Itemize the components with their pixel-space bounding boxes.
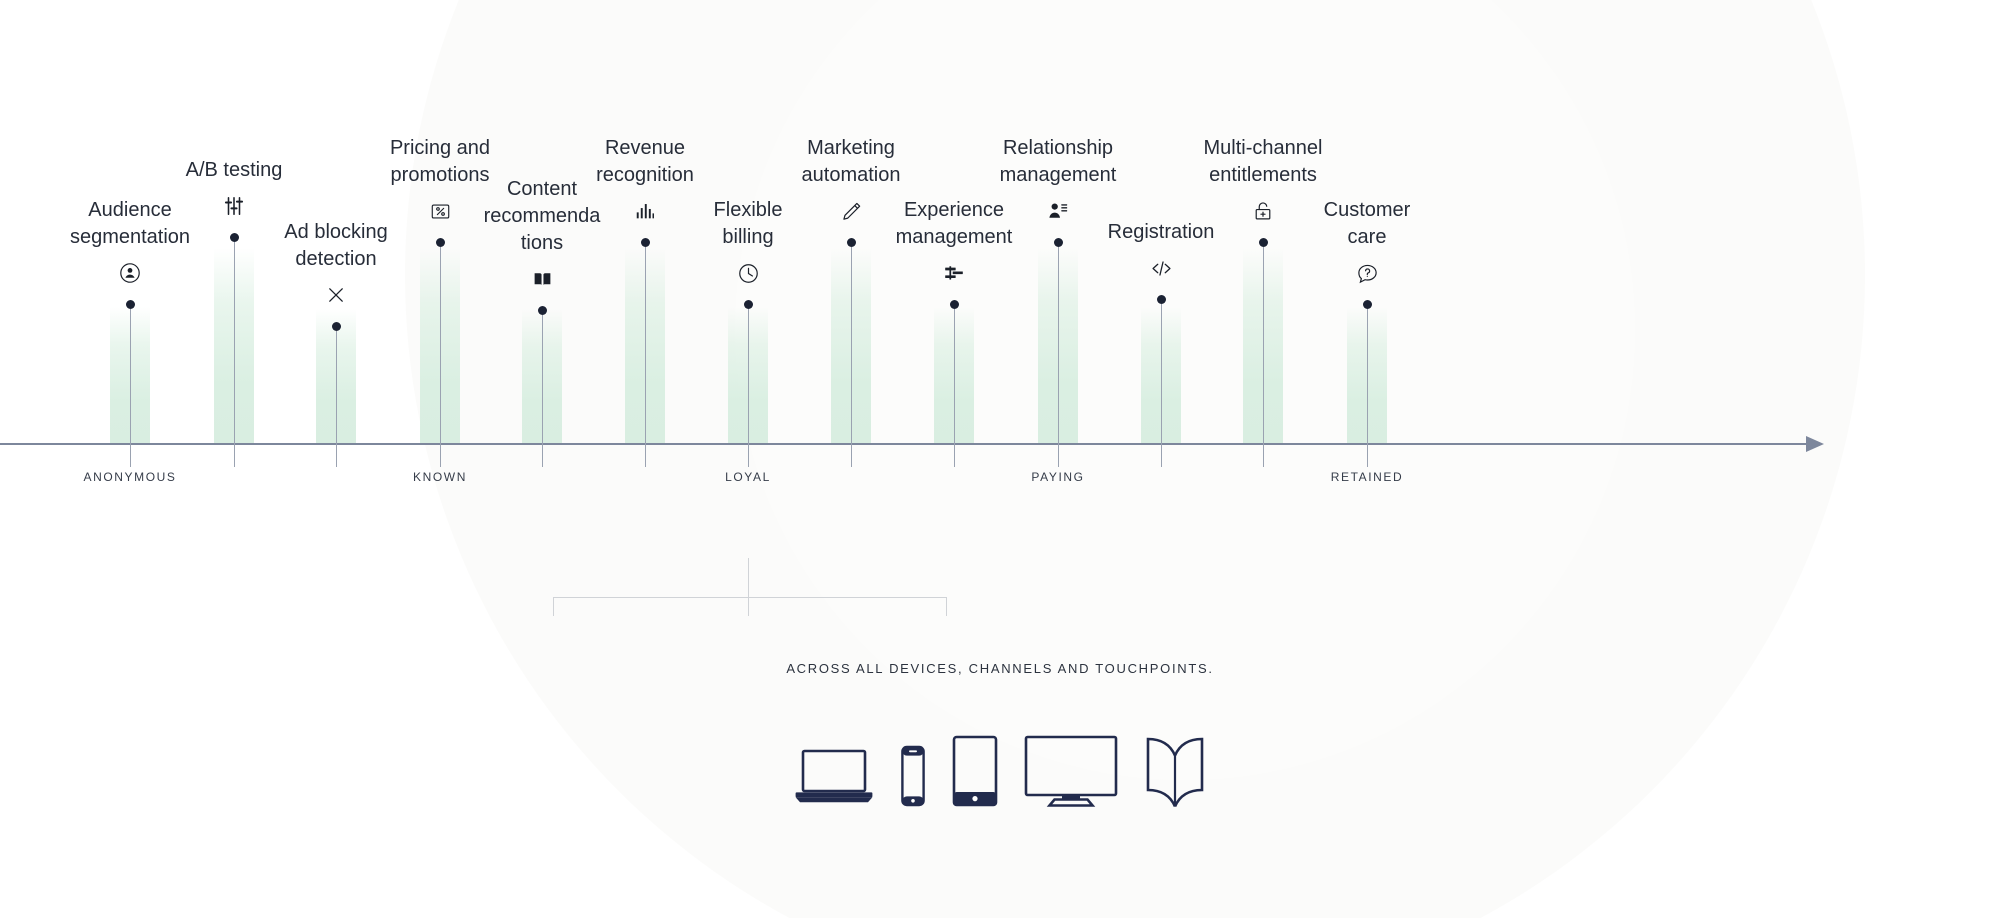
- close-x-icon: [251, 282, 421, 308]
- feature-stem: [129, 309, 131, 467]
- tablet-icon: [952, 735, 998, 807]
- feature-dot: [846, 238, 856, 247]
- bracket-right: [748, 597, 947, 616]
- feature-stem: [850, 247, 852, 467]
- feature-stem: [541, 315, 543, 467]
- bracket-stem: [748, 558, 749, 598]
- feature-title: Customer care: [1323, 199, 1411, 248]
- feature-title: Marketing automation: [801, 137, 901, 186]
- laptop-icon: [794, 745, 874, 807]
- stage-label-loyal: LOYAL: [725, 470, 771, 484]
- stage-tick: [130, 444, 131, 466]
- feature-dot: [949, 300, 959, 309]
- feature-dot: [640, 238, 650, 247]
- device-icon-row: [0, 735, 2000, 807]
- feature-dot: [331, 322, 341, 331]
- feature-dot: [125, 300, 135, 309]
- feature-dot: [229, 233, 239, 242]
- stage-label-anonymous: ANONYMOUS: [83, 470, 177, 484]
- stage-label-retained: RETAINED: [1330, 470, 1404, 484]
- book-open-icon: [1144, 735, 1206, 807]
- clock-icon: [663, 260, 833, 286]
- feature-stem: [1057, 247, 1059, 467]
- stage-tick: [1058, 444, 1059, 466]
- code-icon: [1076, 255, 1246, 281]
- feature-title: Registration: [1107, 221, 1215, 243]
- feature-stem: [644, 247, 646, 467]
- stage-label-known: KNOWN: [413, 470, 467, 484]
- feature-stem: [1160, 304, 1162, 467]
- form-fields-icon: [869, 260, 1039, 286]
- book-icon: [457, 266, 627, 292]
- feature-stem: [1366, 309, 1368, 467]
- feature-percent-box[interactable]: Pricing and promotions: [355, 135, 525, 467]
- phone-icon: [900, 745, 926, 807]
- feature-dot: [1156, 295, 1166, 304]
- lock-plus-icon: [1178, 198, 1348, 224]
- timeline-axis: [0, 443, 1812, 445]
- feature-dot: [1258, 238, 1268, 247]
- stage-tick: [748, 444, 749, 466]
- feature-title: Pricing and promotions: [389, 137, 491, 186]
- feature-dot: [743, 300, 753, 309]
- devices-caption: ACROSS ALL DEVICES, CHANNELS AND TOUCHPO…: [786, 661, 1214, 676]
- stage-tick: [1367, 444, 1368, 466]
- feature-title: Flexible billing: [713, 199, 783, 248]
- question-bubble-icon: [1282, 260, 1452, 286]
- feature-sliders[interactable]: A/B testing: [149, 157, 319, 467]
- feature-title: A/B testing: [185, 159, 283, 181]
- sliders-icon: [149, 193, 319, 219]
- feature-title: Multi-channel entitlements: [1203, 137, 1323, 186]
- feature-title: Content recommenda tions: [483, 178, 601, 254]
- feature-title: Ad blocking detection: [284, 221, 388, 270]
- feature-user-list[interactable]: Relationship management: [973, 135, 1143, 467]
- feature-book[interactable]: Content recommenda tions: [457, 176, 627, 467]
- feature-pencil[interactable]: Marketing automation: [766, 135, 936, 467]
- feature-form-fields[interactable]: Experience management: [869, 197, 1039, 467]
- stage-tick: [440, 444, 441, 466]
- feature-code[interactable]: Registration: [1076, 219, 1246, 467]
- feature-lock-plus[interactable]: Multi-channel entitlements: [1178, 135, 1348, 467]
- feature-clock[interactable]: Flexible billing: [663, 197, 833, 467]
- pencil-icon: [766, 198, 936, 224]
- feature-user-circle[interactable]: Audience segmentation: [45, 197, 215, 467]
- feature-dot: [1053, 238, 1063, 247]
- percent-box-icon: [355, 198, 525, 224]
- feature-stem: [953, 309, 955, 467]
- feature-dot: [537, 306, 547, 315]
- feature-bar-chart[interactable]: Revenue recognition: [560, 135, 730, 467]
- tv-icon: [1024, 735, 1118, 807]
- feature-dot: [435, 238, 445, 247]
- feature-stem: [233, 242, 235, 467]
- feature-title: Experience management: [895, 199, 1013, 248]
- user-list-icon: [973, 198, 1143, 224]
- user-circle-icon: [45, 260, 215, 286]
- feature-close-x[interactable]: Ad blocking detection: [251, 219, 421, 467]
- feature-question-bubble[interactable]: Customer care: [1282, 197, 1452, 467]
- feature-stem: [1262, 247, 1264, 467]
- feature-title: Revenue recognition: [596, 137, 694, 186]
- feature-stem: [747, 309, 749, 467]
- feature-title: Relationship management: [999, 137, 1117, 186]
- feature-title: Audience segmentation: [69, 199, 191, 248]
- axis-arrow-icon: [1806, 436, 1824, 452]
- stage-label-paying: PAYING: [1031, 470, 1085, 484]
- bar-chart-icon: [560, 198, 730, 224]
- feature-stem: [439, 247, 441, 467]
- feature-dot: [1362, 300, 1372, 309]
- feature-stem: [335, 331, 337, 467]
